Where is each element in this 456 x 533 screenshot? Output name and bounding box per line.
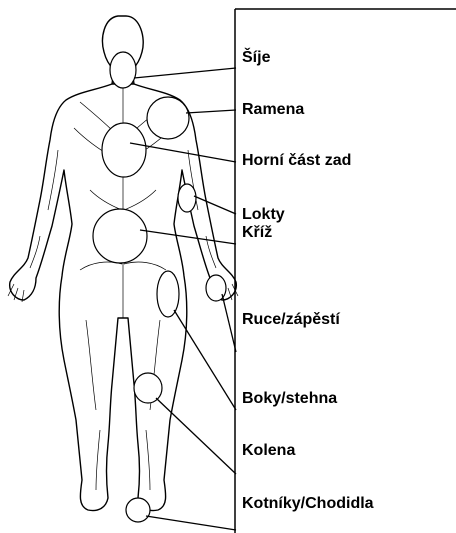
marker-shoulders: [147, 97, 189, 139]
leader-ankles: [146, 516, 236, 530]
region-label-hands: Ruce/zápěstí: [242, 312, 340, 328]
region-label-neck: Šíje: [242, 50, 270, 66]
marker-ankles: [126, 498, 150, 522]
region-label-shoulders: Ramena: [242, 102, 304, 118]
leader-hips: [174, 310, 236, 410]
region-label-ankles: Kotníky/Chodidla: [242, 496, 374, 512]
leader-neck: [134, 68, 236, 78]
marker-knees: [134, 373, 162, 403]
marker-low-back: [93, 209, 147, 263]
region-label-hips: Boky/stehna: [242, 391, 337, 407]
region-label-elbows: Lokty: [242, 207, 285, 223]
marker-neck: [110, 52, 136, 88]
marker-upper-back: [102, 123, 146, 177]
leader-shoulders: [186, 110, 236, 113]
marker-hips: [157, 271, 179, 317]
region-label-low-back: Kříž: [242, 225, 272, 241]
region-label-upper-back: Horní část zad: [242, 153, 351, 169]
region-label-knees: Kolena: [242, 443, 295, 459]
leader-hands: [222, 294, 236, 352]
marker-elbows: [178, 184, 196, 212]
